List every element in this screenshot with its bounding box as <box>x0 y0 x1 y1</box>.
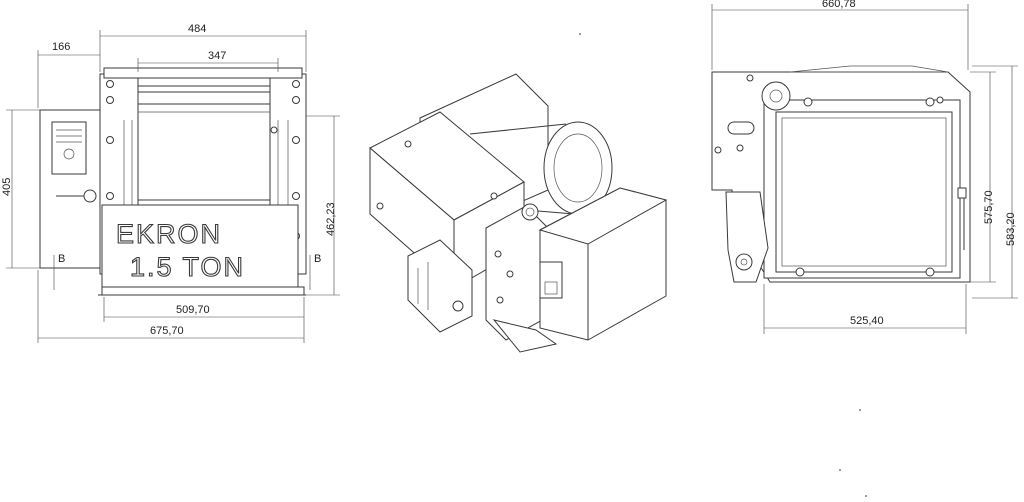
dim-width-top: 484 <box>188 23 206 35</box>
side-view <box>711 65 971 283</box>
adjust-slot <box>727 121 755 135</box>
cover-bolts <box>714 74 944 277</box>
dim-base-overall: 675,70 <box>150 325 184 337</box>
foot <box>492 319 558 353</box>
dim-height-left: 405 <box>1 178 13 196</box>
dim-side-height-outer: 583,20 <box>1005 212 1017 246</box>
section-mark-left: B <box>58 253 65 265</box>
stray-dots <box>579 33 867 497</box>
dim-side-height-inner: 575,70 <box>983 190 995 224</box>
side-view-dimensions: 660,78 575,70 583,20 525,40 <box>711 0 1018 334</box>
dim-side-width-top: 660,78 <box>822 0 856 10</box>
brand-text: EKRON <box>116 219 222 249</box>
section-mark-right: B <box>314 253 321 265</box>
brand-guard <box>101 204 299 288</box>
motor-box-top <box>538 187 668 245</box>
dim-left-offset: 166 <box>52 41 70 53</box>
dim-base-inner: 509,70 <box>176 304 210 316</box>
dim-height-right: 462,23 <box>325 202 337 236</box>
front-view: EKRON 1.5 TON <box>39 67 307 296</box>
label-plate <box>51 121 87 175</box>
pulley <box>761 81 791 111</box>
dim-side-base-width: 525,40 <box>850 315 884 327</box>
control-box <box>39 109 101 269</box>
motor-cover <box>775 111 953 273</box>
base-plate <box>101 286 305 296</box>
front-view-dimensions: 484 347 166 405 462,23 B B 509,70 675, <box>1 23 340 343</box>
dim-drum-width: 347 <box>208 50 226 62</box>
connector-panel <box>539 261 563 299</box>
isometric-view <box>369 73 668 353</box>
drum <box>137 103 271 201</box>
capacity-text: 1.5 TON <box>130 252 245 282</box>
top-bar <box>103 67 303 79</box>
